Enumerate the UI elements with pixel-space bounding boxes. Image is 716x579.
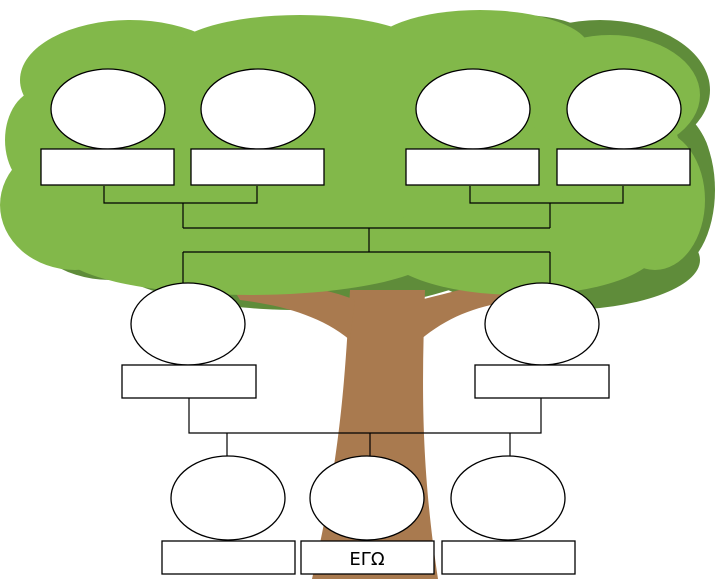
name-label: ΕΓΩ bbox=[349, 549, 384, 570]
connector-lines bbox=[103, 186, 624, 456]
portrait-oval-icon bbox=[566, 68, 682, 150]
portrait-oval-icon bbox=[200, 68, 316, 150]
grandparents-row bbox=[40, 68, 691, 186]
portrait-oval-icon bbox=[50, 68, 166, 150]
portrait-oval-icon bbox=[415, 68, 531, 150]
grandparents-right-connector bbox=[469, 186, 624, 204]
portrait-oval-icon bbox=[484, 282, 600, 366]
name-box[interactable] bbox=[190, 148, 325, 186]
portrait-oval-icon bbox=[170, 455, 286, 541]
parents-row bbox=[121, 282, 610, 399]
grandparents-left-connector bbox=[103, 186, 258, 204]
parent-2 bbox=[474, 282, 610, 399]
parents-connector bbox=[188, 398, 542, 434]
grandparent-3 bbox=[405, 68, 540, 186]
name-box[interactable] bbox=[121, 364, 257, 399]
children-row: ΕΓΩ bbox=[161, 455, 576, 575]
portrait-oval-icon bbox=[309, 455, 425, 541]
parent-1 bbox=[121, 282, 257, 399]
name-box[interactable] bbox=[405, 148, 540, 186]
name-box[interactable] bbox=[40, 148, 175, 186]
grandparent-4 bbox=[556, 68, 691, 186]
grandparent-2 bbox=[190, 68, 325, 186]
portrait-oval-icon bbox=[130, 282, 246, 366]
child-2: ΕΓΩ bbox=[300, 455, 435, 575]
grandparent-1 bbox=[40, 68, 175, 186]
name-box[interactable] bbox=[474, 364, 610, 399]
name-box[interactable] bbox=[161, 540, 296, 575]
name-box[interactable] bbox=[556, 148, 691, 186]
name-box[interactable] bbox=[300, 540, 435, 575]
name-box[interactable] bbox=[441, 540, 576, 575]
child-1 bbox=[161, 455, 296, 575]
portrait-oval-icon bbox=[450, 455, 566, 541]
child-3 bbox=[441, 455, 576, 575]
